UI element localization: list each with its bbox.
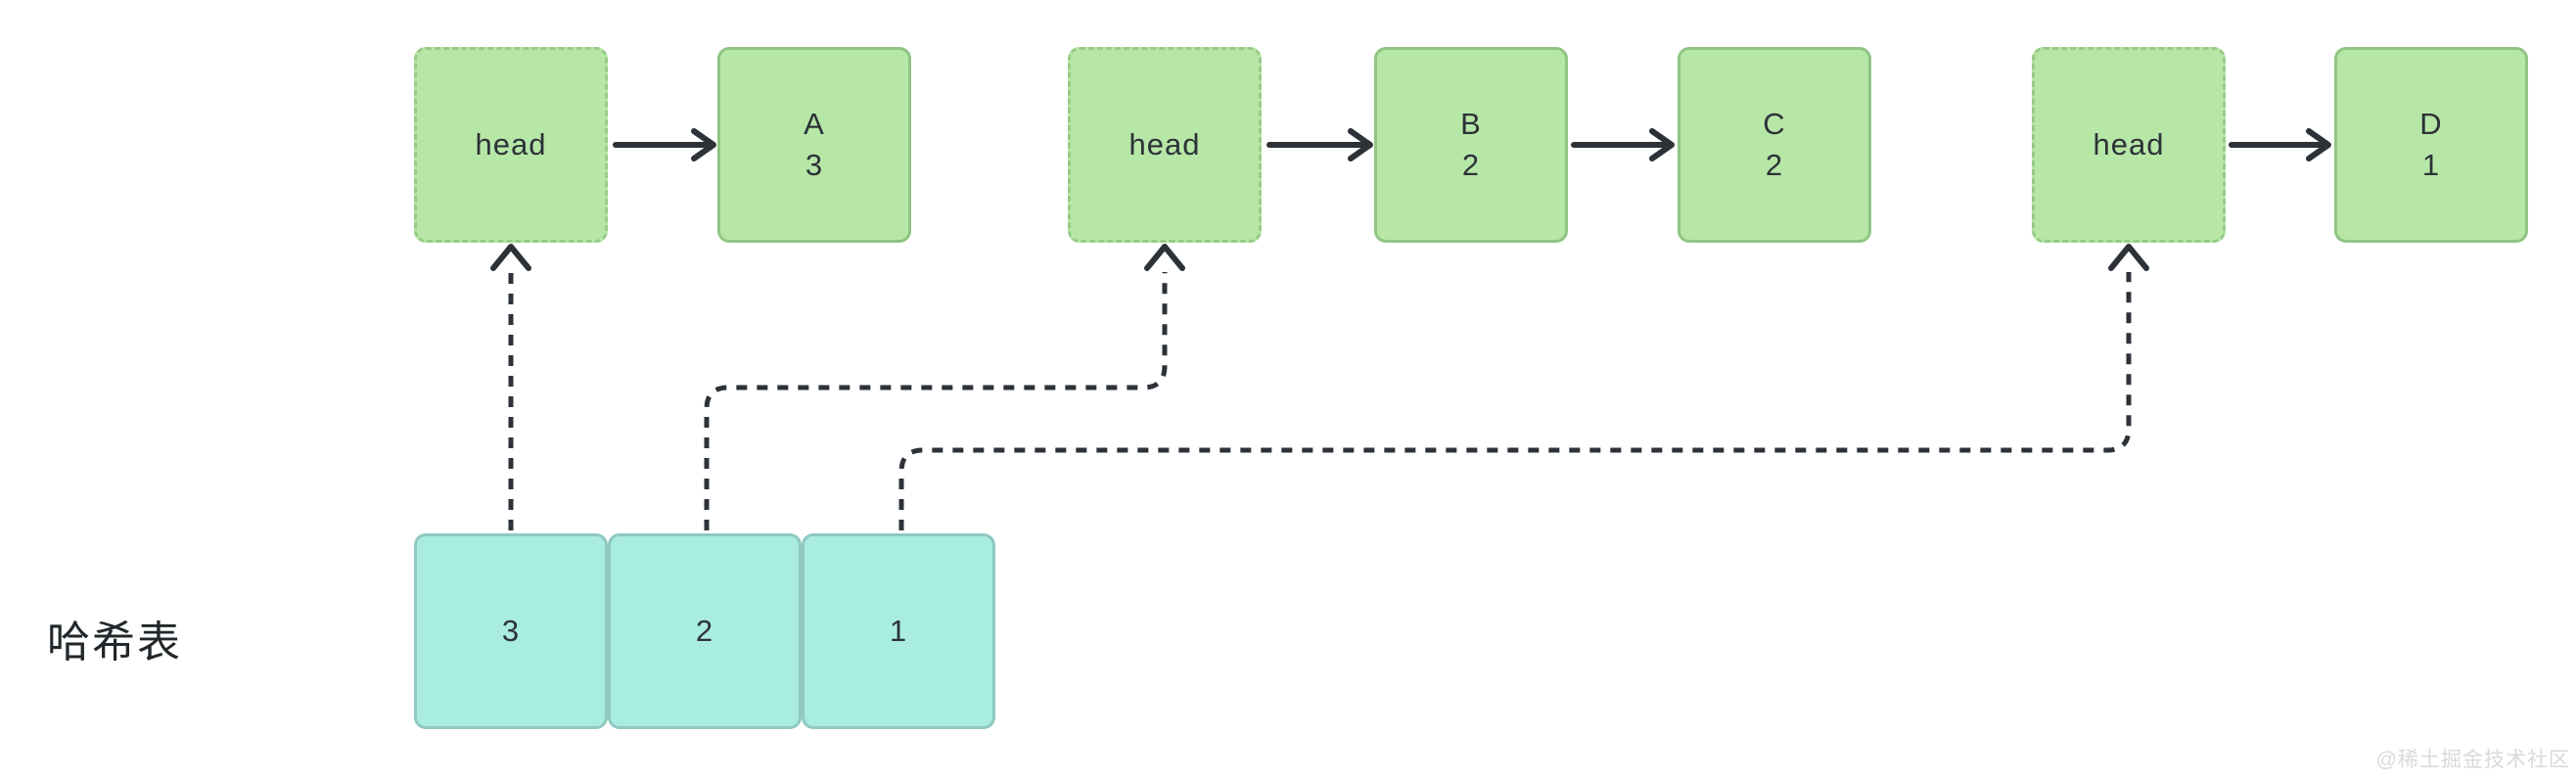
list2-node-C: C 2 xyxy=(1678,47,1871,243)
hash-cell-3: 3 xyxy=(414,533,608,729)
hash-table-title: 哈希表 xyxy=(47,619,182,666)
hash-cell-value: 2 xyxy=(695,614,714,648)
watermark-text: @稀土掘金技术社区 xyxy=(2375,749,2570,771)
list1-node-A: A 3 xyxy=(717,47,911,243)
arrow-head2-to-B xyxy=(1266,128,1373,161)
arrow-B-to-C xyxy=(1571,128,1675,161)
list2-node-B: B 2 xyxy=(1374,47,1568,243)
list3-head-node: head xyxy=(2032,47,2226,243)
dashed-arrow-cell1-to-head3 xyxy=(898,244,2149,530)
hash-cell-value: 1 xyxy=(889,614,908,648)
list3-node-D: D 1 xyxy=(2334,47,2528,243)
node-key: C xyxy=(1763,107,1786,141)
node-hash: 1 xyxy=(2421,148,2441,182)
node-hash: 2 xyxy=(1461,148,1481,182)
dashed-arrow-cell3-to-head1 xyxy=(490,244,531,530)
node-key: D xyxy=(2419,107,2443,141)
node-key: B xyxy=(1460,107,1482,141)
list1-head-node: head xyxy=(414,47,608,243)
node-hash: 2 xyxy=(1765,148,1784,182)
arrow-head3-to-D xyxy=(2229,128,2331,161)
hash-cell-1: 1 xyxy=(802,533,995,729)
arrow-head1-to-A xyxy=(613,128,716,161)
list2-head-node: head xyxy=(1068,47,1262,243)
list1-head-label: head xyxy=(475,127,547,161)
list3-head-label: head xyxy=(2093,127,2165,161)
hash-cell-2: 2 xyxy=(608,533,802,729)
list2-head-label: head xyxy=(1128,127,1201,161)
dashed-arrow-cell2-to-head2 xyxy=(704,244,1185,530)
hash-cell-value: 3 xyxy=(501,614,521,648)
node-hash: 3 xyxy=(805,148,824,182)
node-key: A xyxy=(804,107,825,141)
